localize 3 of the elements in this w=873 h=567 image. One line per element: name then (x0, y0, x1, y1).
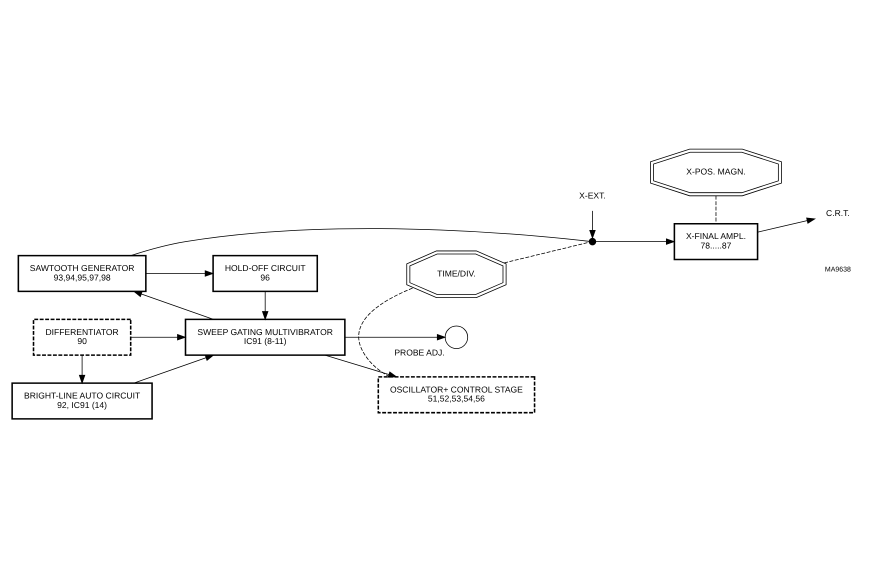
node-text: X-EXT. (579, 190, 606, 200)
node-label: PROBE ADJ. (394, 346, 445, 357)
node-text: C.R.T. (826, 207, 850, 218)
